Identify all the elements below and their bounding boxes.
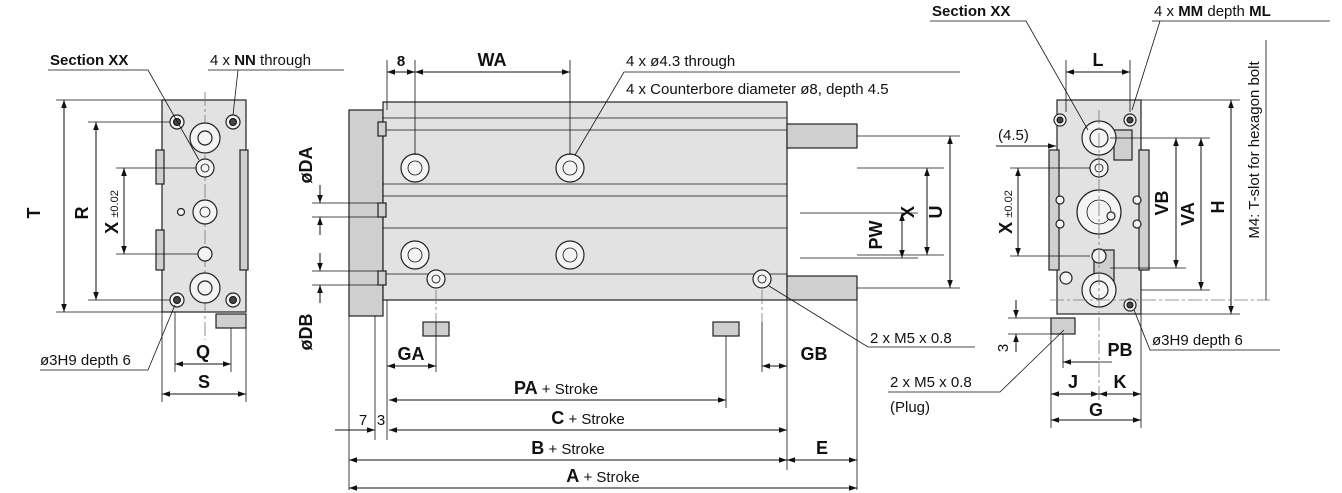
right-pin-hole-note: ø3H9 depth 6: [1152, 332, 1243, 349]
left-dim-X: X ±0.02: [102, 190, 122, 234]
dim-PB: PB: [1107, 340, 1132, 360]
dim-WA: WA: [478, 50, 507, 70]
dim-J: J: [1068, 372, 1078, 392]
right-section-label: Section XX: [932, 3, 1010, 20]
port-note: 2 x M5 x 0.8: [870, 330, 952, 347]
plug-word: (Plug): [890, 399, 930, 416]
dim-4-5: (4.5): [998, 127, 1029, 144]
left-view-labels: Section XX 4 x NN through T R X ±0.02 Q …: [24, 52, 311, 392]
left-holes-note: 4 x NN through: [210, 52, 311, 69]
dim-7: 7: [359, 412, 367, 429]
dim-C: C + Stroke: [551, 408, 624, 428]
dim-DB: øDB: [296, 314, 316, 351]
dim-3-right: 3: [995, 344, 1012, 352]
left-dim-T: T: [24, 208, 44, 219]
through-note: 4 x ø4.3 through: [626, 53, 735, 70]
dim-X-side: X: [898, 206, 918, 218]
dim-H: H: [1208, 201, 1228, 214]
right-end-view: [888, 20, 1330, 428]
dim-K: K: [1114, 372, 1127, 392]
right-view-body: [1048, 99, 1270, 400]
dim-DA: øDA: [296, 147, 316, 184]
dim-B: B + Stroke: [531, 438, 604, 458]
dim-A: A + Stroke: [566, 466, 639, 486]
left-dim-S: S: [198, 372, 210, 392]
right-holes-note: 4 x MM depth ML: [1154, 3, 1271, 20]
dim-GB: GB: [801, 344, 828, 364]
side-view-labels: 8 WA 4 x ø4.3 through 4 x Counterbore di…: [296, 50, 952, 486]
left-end-view: [40, 69, 344, 402]
left-section-label: Section XX: [50, 52, 128, 69]
left-pin-hole-note: ø3H9 depth 6: [40, 352, 131, 369]
dim-3-side: 3: [377, 412, 385, 429]
plug-note: 2 x M5 x 0.8: [890, 374, 972, 391]
side-view: [312, 60, 975, 491]
side-view-body: [348, 101, 858, 337]
right-view-labels: Section XX 4 x MM depth ML L (4.5) X ±0.…: [890, 3, 1271, 420]
left-view-body: [155, 92, 249, 340]
counterbore-note: 4 x Counterbore diameter ø8, depth 4.5: [626, 81, 889, 98]
dim-L: L: [1093, 50, 1104, 70]
tslot-note: M4: T-slot for hexagon bolt: [1246, 61, 1263, 239]
dim-G: G: [1089, 400, 1103, 420]
dim-U: U: [926, 206, 946, 219]
dim-8: 8: [397, 53, 405, 70]
dim-PA: PA + Stroke: [514, 378, 598, 398]
dim-GA: GA: [398, 344, 425, 364]
dim-VB: VB: [1152, 190, 1172, 215]
left-dim-Q: Q: [196, 342, 210, 362]
dim-VA: VA: [1178, 202, 1198, 226]
dim-PW: PW: [866, 220, 886, 249]
left-dim-R: R: [72, 207, 92, 220]
right-dim-X: X ±0.02: [996, 190, 1016, 234]
dim-E: E: [816, 438, 828, 458]
